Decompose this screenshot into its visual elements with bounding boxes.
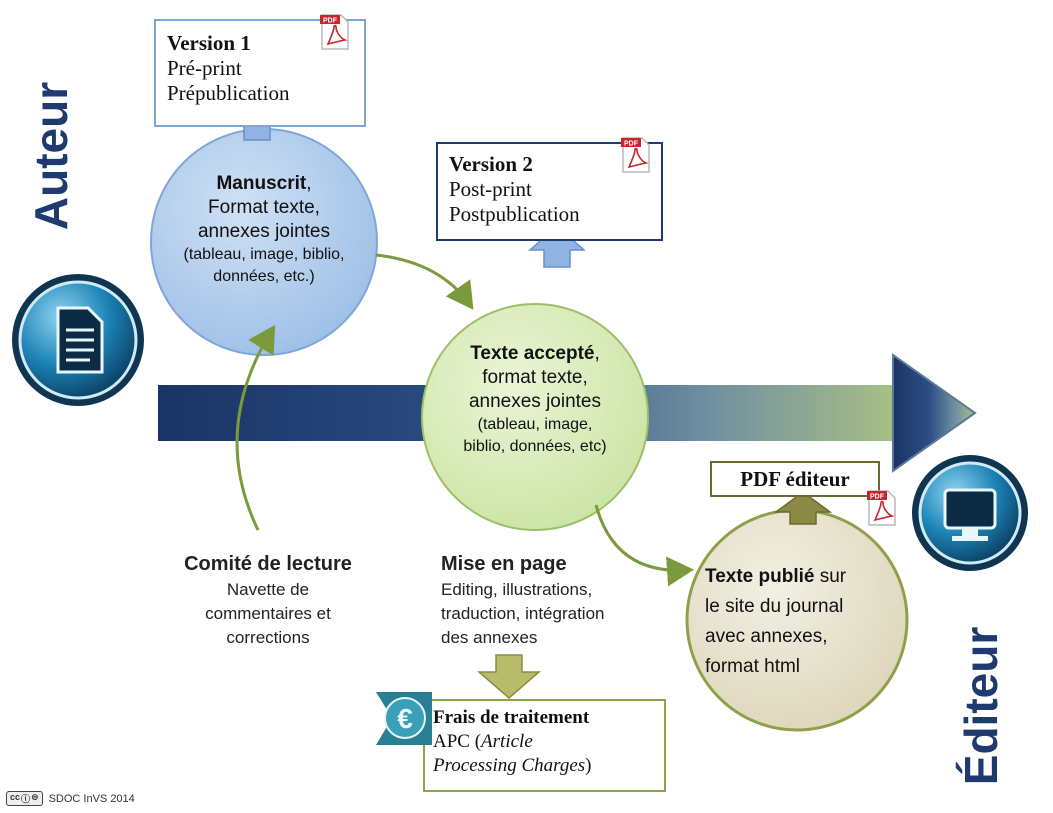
frais-box: Frais de traitement APC (Article Process…	[427, 704, 663, 780]
box-pdf-editeur-outline	[710, 461, 880, 497]
frais-title: Frais de traitement	[433, 707, 590, 728]
mise-en-page-caption: Mise en page Editing, illustrations, tra…	[441, 550, 661, 650]
svg-text:PDF: PDF	[624, 141, 639, 148]
comite-caption: Comité de lecture Navette de commentaire…	[158, 550, 378, 650]
credit-text: SDOC InVS 2014	[48, 792, 135, 805]
author-document-icon	[12, 274, 144, 406]
pdf-icon-version1: PDF	[320, 14, 349, 50]
svg-text:PDF: PDF	[870, 494, 885, 501]
pdf-icon-version2: PDF	[621, 137, 650, 173]
svg-text:€: €	[397, 703, 413, 734]
accepte-bold: Texte accepté	[470, 343, 595, 364]
version2-line1: Post-print	[449, 177, 532, 201]
manuscrit-bold: Manuscrit	[216, 173, 307, 194]
circle-texte-accepte	[421, 303, 649, 531]
pdf-icon-editeur: PDF	[867, 490, 896, 526]
curve-comite-to-manuscrit	[235, 324, 276, 531]
curve-accepte-to-publie	[594, 504, 694, 587]
pdf-editeur-box: PDF éditeur	[712, 465, 878, 493]
editor-monitor-icon	[912, 455, 1028, 571]
mise-en-page-title: Mise en page	[441, 553, 567, 575]
manuscrit-text: Manuscrit, Format texte, annexes jointes…	[183, 173, 345, 285]
down-arrow-frais	[476, 654, 542, 699]
publie-text: Texte publié sur le site du journal avec…	[705, 566, 847, 677]
comite-title: Comité de lecture	[184, 553, 352, 575]
accepte-text: Texte accepté, format texte, annexes joi…	[463, 343, 607, 455]
publie-bold: Texte publié	[705, 566, 815, 587]
version2-line2: Postpublication	[449, 202, 580, 226]
version1-title: Version 1	[167, 31, 251, 55]
version2-title: Version 2	[449, 152, 533, 176]
pdf-editeur-label: PDF éditeur	[740, 467, 850, 491]
version2-box: Version 2 Post-print Postpublication	[439, 148, 619, 231]
label-editeur: Éditeur	[955, 626, 1007, 786]
version1-line2: Prépublication	[167, 81, 290, 105]
svg-text:PDF: PDF	[323, 18, 338, 25]
curve-manuscrit-to-accepte	[375, 253, 474, 310]
label-auteur: Auteur	[25, 81, 77, 231]
version1-line1: Pré-print	[167, 56, 242, 80]
box-frais-outline	[423, 699, 666, 792]
euro-icon: €	[376, 692, 432, 745]
version1-box: Version 1 Pré-print Prépublication	[157, 27, 327, 110]
